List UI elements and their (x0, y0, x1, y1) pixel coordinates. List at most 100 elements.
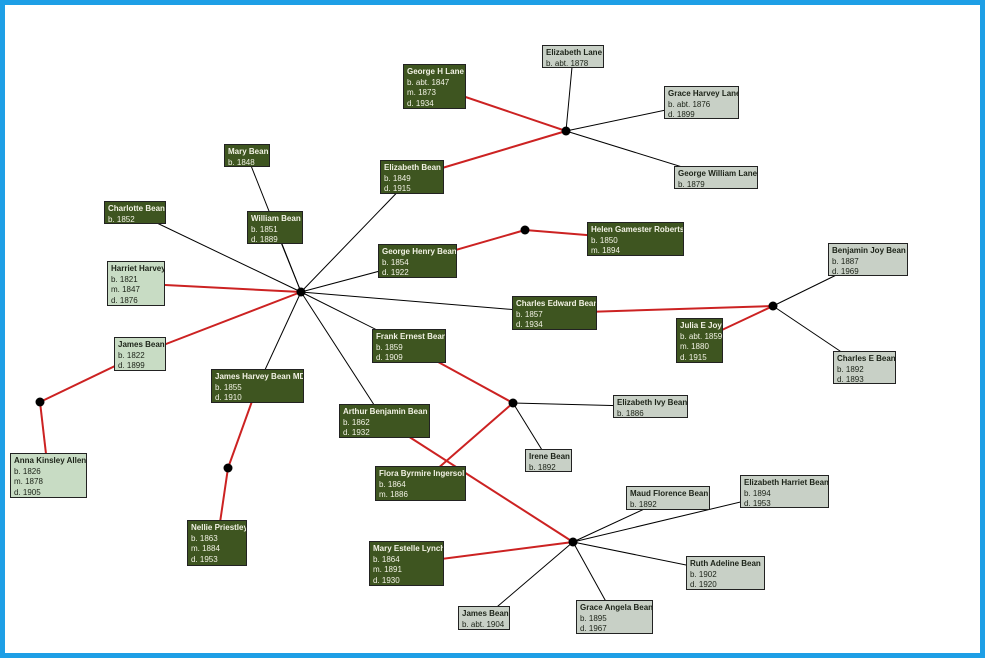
person-detail: b. 1854 (382, 257, 409, 267)
person-detail: b. 1849 (384, 173, 411, 183)
person-detail: b. 1864 (373, 554, 400, 564)
person-detail: m. 1873 (407, 88, 436, 97)
person-detail: b. abt. 1878 (546, 58, 589, 68)
person-detail: b. 1851 (251, 224, 278, 234)
person-detail: b. 1852 (108, 214, 135, 224)
child-link (134, 212, 302, 293)
person-name: Elizabeth Harriet Bean (744, 478, 829, 487)
person-detail: b. 1859 (376, 342, 403, 352)
person-detail: m. 1886 (379, 490, 408, 499)
person-detail: d. 1969 (832, 267, 859, 276)
family-hub-joy[interactable] (768, 301, 778, 311)
person-detail: b. 1864 (379, 479, 406, 489)
person-detail: d. 1953 (744, 499, 771, 508)
person-name: Charles Edward Bean (516, 299, 597, 308)
person-detail: b. 1826 (14, 466, 41, 476)
person-detail: b. 1894 (744, 488, 771, 498)
person-detail: m. 1847 (111, 285, 140, 294)
person-detail: b. abt. 1847 (407, 77, 450, 87)
person-detail: b. 1892 (529, 462, 556, 472)
spouse-link (383, 420, 574, 543)
person-detail: m. 1880 (680, 342, 709, 351)
person-detail: b. 1892 (630, 499, 657, 509)
person-name: Mary Estelle Lynch (373, 544, 444, 553)
person-detail: m. 1878 (14, 477, 43, 486)
person-name: William Bean (251, 214, 301, 223)
child-link (300, 176, 413, 293)
person-name: Grace Angela Bean (580, 603, 653, 612)
family-hub-mary[interactable] (568, 537, 578, 547)
family-hub-nellie[interactable] (223, 463, 233, 473)
person-name: Harriet Harvey (111, 264, 165, 273)
person-name: George Henry Bean (382, 247, 457, 256)
person-detail: d. 1922 (382, 268, 409, 277)
person-detail: b. 1850 (591, 235, 618, 245)
person-detail: d. 1909 (376, 353, 403, 362)
person-name: Maud Florence Bean (630, 489, 709, 498)
person-name: George William Lane (678, 169, 758, 178)
person-detail: b. abt. 1904 (462, 619, 505, 629)
person-detail: b. 1863 (191, 533, 218, 543)
person-name: Arthur Benjamin Bean (343, 407, 428, 416)
person-detail: b. 1855 (215, 382, 242, 392)
family-hub-anna[interactable] (35, 397, 45, 407)
person-name: Elizabeth Bean (384, 163, 441, 172)
person-name: James Harvey Bean MD (215, 372, 304, 381)
person-name: Charlotte Bean (108, 204, 165, 213)
person-detail: b. 1822 (118, 350, 145, 360)
person-detail: d. 1910 (215, 393, 242, 402)
child-link (565, 56, 574, 132)
family-hub-lane[interactable] (561, 126, 571, 136)
person-detail: d. 1905 (14, 487, 41, 497)
family-hub-helen[interactable] (520, 225, 530, 235)
person-name: Flora Byrmire Ingersoll (379, 469, 466, 478)
person-detail: b. 1892 (837, 364, 864, 374)
child-link (300, 291, 385, 422)
family-hub-main[interactable] (296, 287, 306, 297)
person-detail: b. 1879 (678, 179, 705, 189)
person-name: Irene Bean (529, 452, 570, 461)
person-detail: b. 1902 (690, 569, 717, 579)
person-detail: d. 1899 (118, 361, 145, 370)
person-name: Helen Gamester Roberts (591, 225, 684, 234)
person-name: James Bean (462, 609, 509, 618)
person-detail: d. 1889 (251, 235, 278, 244)
person-detail: b. 1895 (580, 613, 607, 623)
person-detail: m. 1884 (191, 544, 220, 553)
person-detail: b. abt. 1859 (680, 331, 723, 341)
person-name: Grace Harvey Lane (668, 89, 739, 98)
person-detail: d. 1915 (384, 184, 411, 193)
family-hub-frank[interactable] (508, 398, 518, 408)
